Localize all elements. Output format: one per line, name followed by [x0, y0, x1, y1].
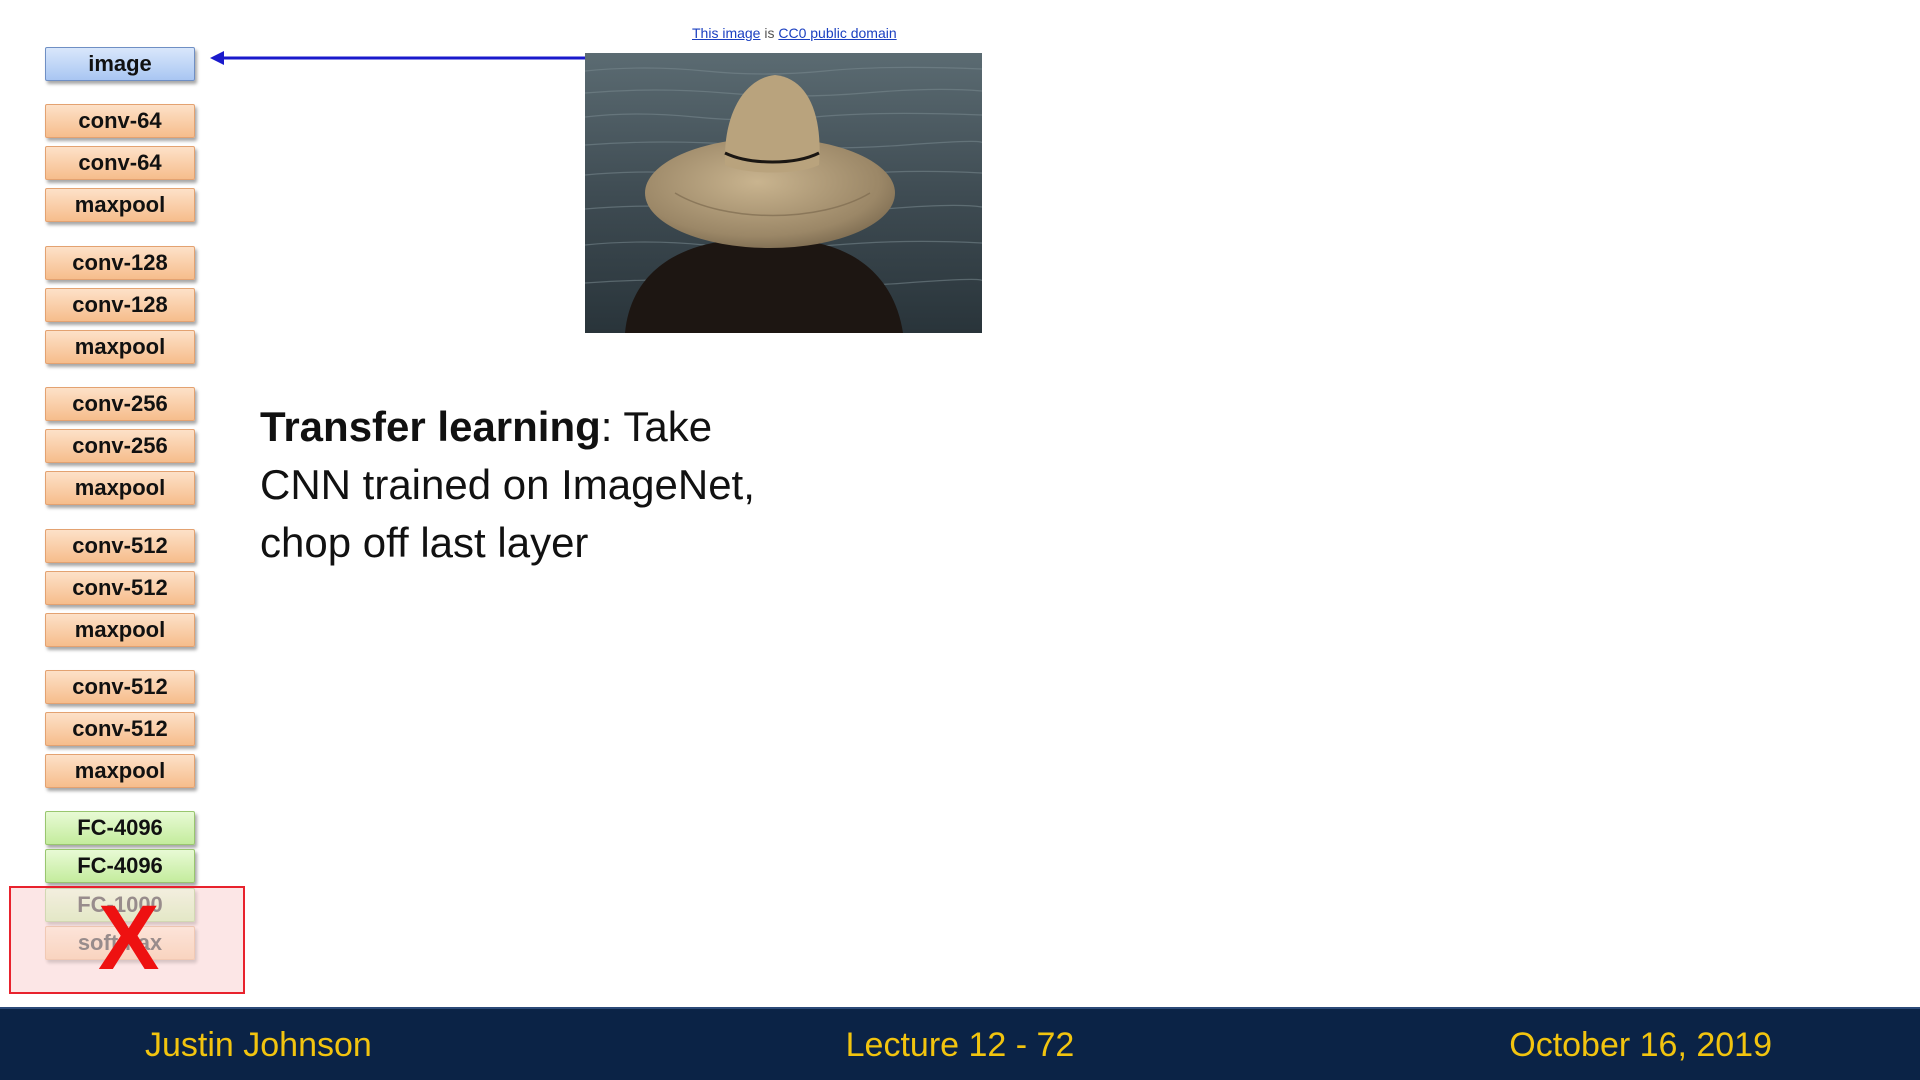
footer-bar: Justin Johnson Lecture 12 - 72 October 1…	[0, 1007, 1920, 1080]
layer-image: image	[45, 47, 195, 81]
layer-maxpool-2: maxpool	[45, 330, 195, 364]
layer-maxpool-1: maxpool	[45, 188, 195, 222]
layer-conv-512-d: conv-512	[45, 712, 195, 746]
layer-fc-1000-removed: FC-1000	[45, 888, 195, 922]
credit-middle-text: is	[760, 25, 779, 41]
layer-fc-4096-b: FC-4096	[45, 849, 195, 883]
layer-conv-64-b: conv-64	[45, 146, 195, 180]
layer-maxpool-4: maxpool	[45, 613, 195, 647]
main-text-line-3: chop off last layer	[260, 519, 589, 566]
input-arrow	[210, 51, 590, 65]
layer-conv-256-b: conv-256	[45, 429, 195, 463]
layer-conv-512-c: conv-512	[45, 670, 195, 704]
cc0-license-link[interactable]: CC0 public domain	[778, 25, 897, 41]
transfer-learning-text: Transfer learning: Take CNN trained on I…	[260, 398, 900, 578]
main-text-line-2: CNN trained on ImageNet,	[260, 461, 755, 508]
layer-softmax-removed: softmax	[45, 926, 195, 960]
layer-maxpool-5: maxpool	[45, 754, 195, 788]
transfer-learning-term: Transfer learning	[260, 403, 601, 450]
layer-conv-512-a: conv-512	[45, 529, 195, 563]
removed-layers-box	[9, 886, 245, 994]
removed-x-mark: X	[98, 887, 160, 989]
layer-conv-512-b: conv-512	[45, 571, 195, 605]
main-text-line-1: Transfer learning: Take	[260, 398, 900, 456]
footer-lecture: Lecture 12 - 72	[845, 1026, 1075, 1064]
layer-conv-256-a: conv-256	[45, 387, 195, 421]
image-link[interactable]: This image	[692, 25, 761, 41]
layer-maxpool-3: maxpool	[45, 471, 195, 505]
layer-conv-64-a: conv-64	[45, 104, 195, 138]
footer-date: October 16, 2019	[1509, 1026, 1772, 1064]
main-text-line-1-rest: : Take	[600, 403, 713, 450]
footer-author: Justin Johnson	[145, 1026, 372, 1064]
hat-person-photo	[585, 53, 982, 333]
layer-conv-128-a: conv-128	[45, 246, 195, 280]
layer-fc-4096-a: FC-4096	[45, 811, 195, 845]
layer-conv-128-b: conv-128	[45, 288, 195, 322]
image-credit: This image is CC0 public domain	[692, 24, 900, 42]
